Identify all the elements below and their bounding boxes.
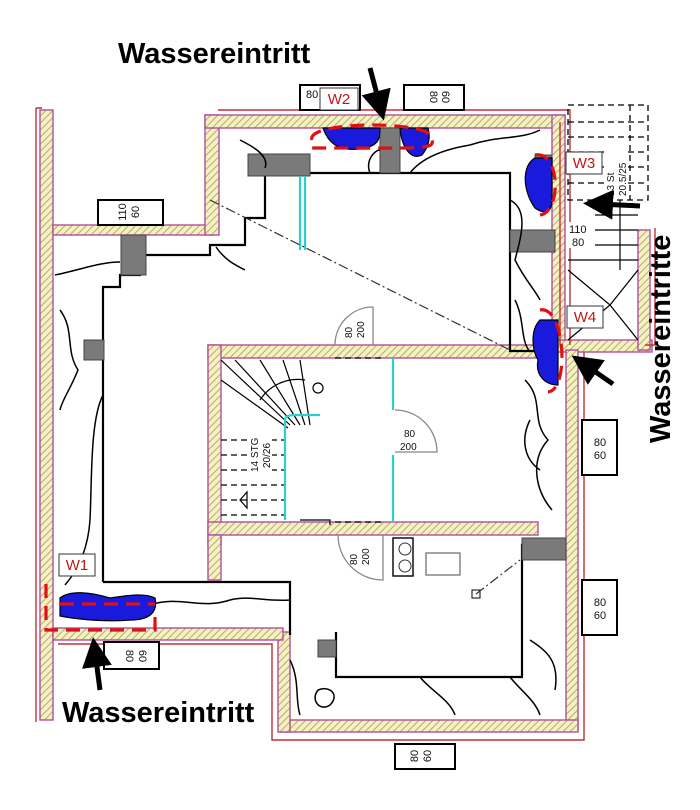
zone-labels: W2 W3 W4 W1 (58, 87, 604, 577)
valve-icon (398, 542, 412, 556)
svg-text:60: 60 (439, 91, 451, 103)
window-box (403, 84, 465, 111)
wall-wing-right (204, 114, 220, 236)
interior-walls (207, 344, 539, 581)
zone-w4 (539, 308, 564, 394)
door-swing (334, 306, 374, 346)
water-area-w1 (59, 592, 157, 622)
arrow-icon (82, 637, 112, 691)
stair-steps: 13 St (606, 172, 617, 196)
wall-stair-left-lower (207, 534, 222, 581)
main-stair: 14 STG 20/26 (220, 359, 324, 520)
valve-icon (398, 559, 412, 573)
zone-label-w2: W2 (328, 91, 351, 108)
window-height: 80 (572, 237, 584, 249)
zone-w3 (534, 153, 557, 217)
zone-w1 (44, 584, 157, 632)
wall-right-lower (565, 349, 579, 731)
door-height: 200 (400, 442, 417, 453)
label-water-entries-right: Wassereintritte (645, 235, 677, 443)
wall-w1 (52, 627, 284, 641)
window-box (581, 579, 618, 636)
window-height: 60 (130, 206, 142, 218)
wall-bottom-left-vertical (277, 631, 291, 733)
window-box (394, 743, 456, 770)
window-box (581, 419, 618, 476)
wall-stair-top (207, 344, 539, 359)
pillar (317, 639, 337, 658)
damage-zones (44, 123, 564, 632)
wall-stair-right (637, 229, 651, 351)
window-width: 110 (569, 224, 587, 236)
arrows (82, 67, 641, 691)
water-area-w2 (322, 127, 381, 150)
door-height: 200 (356, 321, 367, 338)
stair-steps: 14 STG (250, 437, 261, 472)
window-width: 80 (306, 89, 318, 101)
doors: 80 200 80 200 80 200 (334, 306, 438, 581)
window-width: 80 (409, 750, 421, 762)
water-area-w3 (524, 157, 553, 213)
window-height: 60 (594, 450, 606, 462)
fixtures (209, 199, 521, 599)
window-width: 80 (427, 91, 439, 103)
door-swing (394, 409, 438, 453)
svg-text:80: 80 (427, 91, 439, 103)
pillar (509, 229, 556, 253)
zone-label-w4: W4 (574, 309, 597, 326)
door-swing (337, 534, 384, 581)
window-width: 110 (117, 203, 129, 221)
wall-left (39, 109, 54, 721)
window-width: 80 (594, 597, 606, 609)
stair-ratio: 20.5/25 (618, 162, 629, 196)
zone-w2 (310, 123, 434, 150)
svg-text:80: 80 (409, 750, 421, 762)
svg-text:60: 60 (422, 750, 434, 762)
water-area-w4 (532, 319, 559, 386)
door-width: 80 (344, 326, 355, 338)
glass-walls (298, 176, 395, 525)
window-height: 60 (439, 91, 451, 103)
foundation-upper (101, 171, 552, 582)
window-width: 80 (594, 437, 606, 449)
window-height: 60 (136, 650, 148, 662)
pillar (379, 127, 401, 174)
window-height: 60 (422, 750, 434, 762)
moisture-contours (54, 129, 557, 716)
window-box (97, 199, 164, 226)
water-areas (59, 127, 559, 622)
label-water-entry-top: Wassereintritt (118, 38, 311, 70)
arrow-icon (361, 67, 391, 121)
door-width: 80 (404, 429, 416, 440)
wall-stair-bottom (207, 521, 539, 536)
label-water-entry-bottom: Wassereintritt (62, 697, 255, 729)
svg-text:60: 60 (130, 206, 142, 218)
svg-text:110: 110 (117, 203, 129, 221)
arrow-icon (571, 355, 615, 387)
windows: 80 60 110 60 80 60 80 60 80 60 80 60 80 … (97, 84, 618, 770)
door-width: 80 (349, 553, 360, 565)
window-height: 60 (594, 610, 606, 622)
svg-text:60: 60 (136, 650, 148, 662)
pillar (247, 153, 311, 177)
zone-label-w1: W1 (66, 557, 89, 574)
pillar (521, 537, 567, 561)
wall-stair-left (207, 344, 222, 546)
wall-bottom (279, 719, 579, 733)
pillar (120, 234, 147, 276)
tank (425, 552, 461, 576)
svg-text:80: 80 (123, 650, 135, 662)
wall-wing-bottom (52, 224, 214, 236)
stair-ratio: 20/26 (262, 443, 273, 468)
pillar (83, 339, 105, 361)
arrow-icon (583, 189, 641, 220)
window-width: 80 (123, 650, 135, 662)
zone-label-w3: W3 (573, 155, 596, 172)
door-height: 200 (361, 548, 372, 565)
